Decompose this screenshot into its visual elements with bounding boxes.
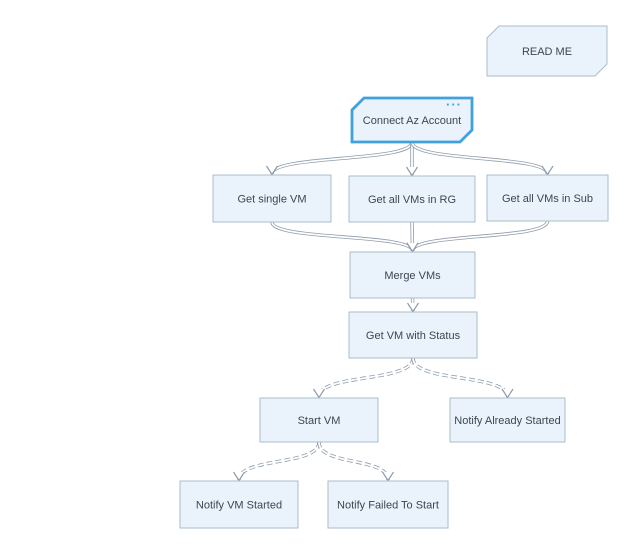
- node-shape: [350, 96, 474, 144]
- node-shape: [486, 25, 608, 77]
- node-label: Get all VMs in Sub: [502, 193, 593, 205]
- node-label: Notify Failed To Start: [337, 500, 439, 512]
- node-label: READ ME: [522, 46, 572, 58]
- connector-connect-az-account--get-all-vms-in-sub[interactable]: [410, 141, 554, 176]
- node-label: Notify VM Started: [196, 500, 282, 512]
- node-merge-vms[interactable]: Merge VMs: [349, 251, 476, 299]
- node-shape: [327, 480, 449, 529]
- node-start-vm[interactable]: Start VM: [259, 397, 379, 443]
- node-connect-az-account[interactable]: Connect Az Account ···: [350, 96, 474, 144]
- node-get-all-vms-in-sub[interactable]: Get all VMs in Sub: [486, 174, 609, 222]
- arrowhead-icon: [312, 388, 326, 399]
- node-label: Get single VM: [237, 194, 306, 206]
- node-get-single-vm[interactable]: Get single VM: [212, 174, 332, 223]
- connector-start-vm--notify-vm-started[interactable]: [232, 441, 321, 482]
- arrowhead-icon: [381, 471, 395, 482]
- arrowhead-icon: [501, 388, 514, 399]
- node-label: Notify Already Started: [454, 415, 560, 427]
- node-get-vm-with-status[interactable]: Get VM with Status: [348, 311, 478, 359]
- node-shape: [212, 174, 332, 223]
- connector-get-vm-with-status--notify-already-started[interactable]: [411, 357, 514, 399]
- node-shape: [349, 251, 476, 299]
- arrowhead-icon: [406, 302, 420, 313]
- connector-connect-az-account--get-single-vm[interactable]: [265, 141, 414, 176]
- node-notify-vm-started[interactable]: Notify VM Started: [179, 480, 299, 529]
- node-shape: [486, 174, 609, 222]
- connector-merge-vms--get-vm-with-status[interactable]: [406, 297, 420, 313]
- connector-get-single-vm--merge-vms[interactable]: [270, 221, 419, 253]
- node-label: Merge VMs: [384, 270, 441, 282]
- node-label: Get VM with Status: [366, 330, 461, 342]
- node-shape: [449, 397, 566, 443]
- connector-get-all-vms-in-sub--merge-vms[interactable]: [406, 220, 550, 253]
- node-label: Start VM: [298, 415, 341, 427]
- connector-get-vm-with-status--start-vm[interactable]: [312, 357, 415, 399]
- node-notify-failed-to-start[interactable]: Notify Failed To Start: [327, 480, 449, 529]
- node-label: Get all VMs in RG: [368, 194, 456, 206]
- arrowhead-icon: [232, 471, 246, 482]
- node-get-all-vms-in-rg[interactable]: Get all VMs in RG: [348, 175, 476, 223]
- node-notify-already-started[interactable]: Notify Already Started: [449, 397, 566, 443]
- node-shape: [259, 397, 379, 443]
- arrowhead-icon: [405, 166, 419, 177]
- connector-start-vm--notify-failed-to-start[interactable]: [317, 441, 395, 482]
- node-shape: [179, 480, 299, 529]
- ellipsis-menu-icon[interactable]: ···: [446, 97, 462, 112]
- node-label: Connect Az Account: [363, 115, 461, 127]
- node-shape: [348, 175, 476, 223]
- node-read-me[interactable]: READ ME: [486, 25, 608, 77]
- node-shape: [348, 311, 478, 359]
